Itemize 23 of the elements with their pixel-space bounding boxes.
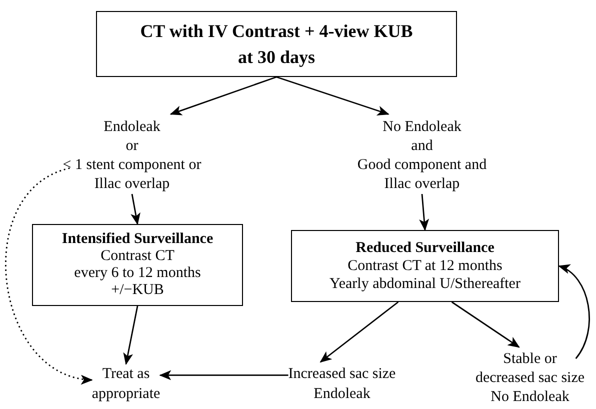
- arrow: [123, 306, 138, 365]
- box-text: Contrast CT every 6 to 12 months +/−KUB: [73, 248, 202, 299]
- arrow: [451, 301, 520, 348]
- curved-arrow: [558, 265, 590, 359]
- arrow: [320, 301, 399, 363]
- outcome-text: Stable or decreased sac size No Endoleak: [475, 350, 585, 407]
- box-text: CT with IV Contrast + 4-view KUB at 30 days: [139, 20, 414, 69]
- condition-text: Endoleak or < 1 stent component or Illac overlap: [62, 118, 202, 194]
- box-heading: Intensified Surveillance: [60, 231, 214, 248]
- process-box: [32, 224, 243, 306]
- arrow: [170, 76, 277, 116]
- condition-text: No Endoleak and Good component and Illac overlap: [357, 118, 487, 194]
- box-heading: Reduced Surveillance: [354, 239, 496, 257]
- arrow: [159, 370, 288, 380]
- arrow: [276, 76, 390, 116]
- outcome-text: Treat as appropriate: [92, 364, 160, 404]
- dotted-arrow: [5, 168, 93, 383]
- arrow: [419, 194, 430, 231]
- process-box: [96, 11, 457, 77]
- box-text: Contrast CT at 12 months Yearly abdominal U/Sthereafter: [328, 257, 522, 293]
- process-box: [291, 230, 559, 302]
- arrow: [130, 194, 140, 225]
- outcome-text: Increased sac size Endoleak: [288, 364, 396, 404]
